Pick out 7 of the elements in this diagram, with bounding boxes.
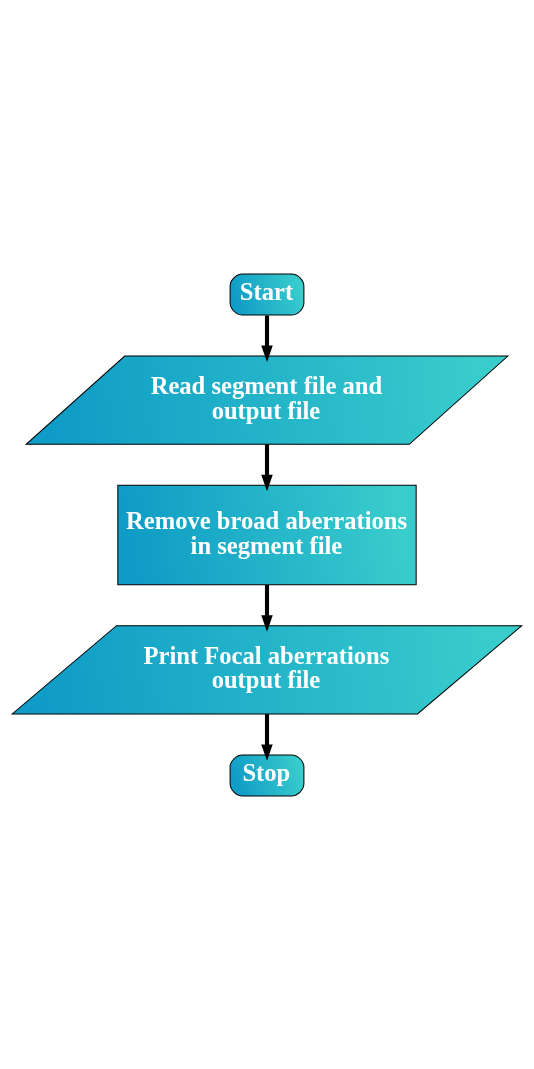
node-box: Stop	[229, 753, 305, 796]
node-box: Start	[229, 273, 305, 316]
arrow	[261, 315, 273, 362]
arrow	[261, 584, 273, 632]
arrow	[261, 443, 273, 491]
node-box: Remove broad aberrations in segment file	[117, 484, 417, 585]
arrow	[261, 713, 273, 761]
